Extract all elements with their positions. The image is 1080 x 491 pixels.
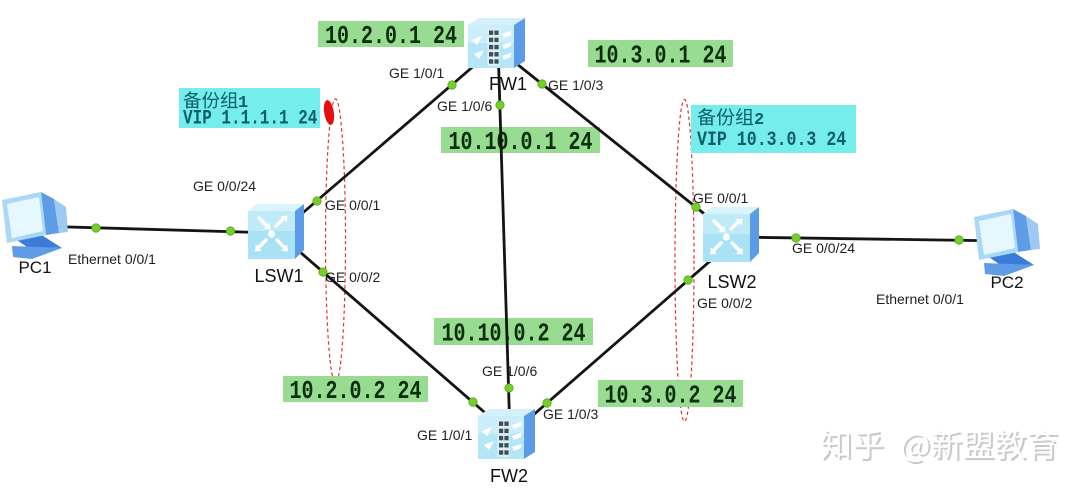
svg-text:GE 1/0/6: GE 1/0/6 <box>482 363 537 379</box>
svg-text:10.2.0.1 24: 10.2.0.1 24 <box>325 22 457 51</box>
svg-text:10.10.0.1 24: 10.10.0.1 24 <box>449 128 593 157</box>
svg-text:GE 1/0/1: GE 1/0/1 <box>417 427 472 443</box>
svg-text:10.3.0.2 24: 10.3.0.2 24 <box>605 381 737 410</box>
svg-text:GE 0/0/1: GE 0/0/1 <box>325 197 380 213</box>
svg-text:2: 2 <box>754 111 764 130</box>
svg-text:GE 1/0/6: GE 1/0/6 <box>437 98 492 114</box>
svg-text:LSW1: LSW1 <box>254 266 303 286</box>
svg-text:GE 1/0/3: GE 1/0/3 <box>543 406 598 422</box>
svg-text:Ethernet 0/0/1: Ethernet 0/0/1 <box>876 291 964 307</box>
svg-text:GE 0/0/1: GE 0/0/1 <box>693 190 748 206</box>
svg-text:FW1: FW1 <box>489 74 527 94</box>
svg-text:VIP 10.3.0.3 24: VIP 10.3.0.3 24 <box>697 127 846 151</box>
svg-text:LSW2: LSW2 <box>707 272 756 292</box>
svg-text:PC1: PC1 <box>18 258 51 277</box>
svg-text:GE 0/0/24: GE 0/0/24 <box>792 240 855 256</box>
svg-text:GE 0/0/2: GE 0/0/2 <box>697 295 752 311</box>
svg-text:GE 0/0/2: GE 0/0/2 <box>325 269 380 285</box>
svg-text:10.2.0.2 24: 10.2.0.2 24 <box>290 377 422 406</box>
svg-text:10.10.0.2 24: 10.10.0.2 24 <box>442 319 586 348</box>
svg-text:GE 1/0/3: GE 1/0/3 <box>548 77 603 93</box>
svg-text:GE 0/0/24: GE 0/0/24 <box>193 178 256 194</box>
svg-text:1: 1 <box>238 94 248 113</box>
svg-text:PC2: PC2 <box>990 273 1023 292</box>
svg-text:VIP 1.1.1.1 24: VIP 1.1.1.1 24 <box>183 108 318 130</box>
svg-text:10.3.0.1 24: 10.3.0.1 24 <box>595 41 727 70</box>
svg-text:FW2: FW2 <box>490 466 528 486</box>
svg-text:GE 1/0/1: GE 1/0/1 <box>389 65 444 81</box>
svg-text:Ethernet 0/0/1: Ethernet 0/0/1 <box>68 251 156 267</box>
